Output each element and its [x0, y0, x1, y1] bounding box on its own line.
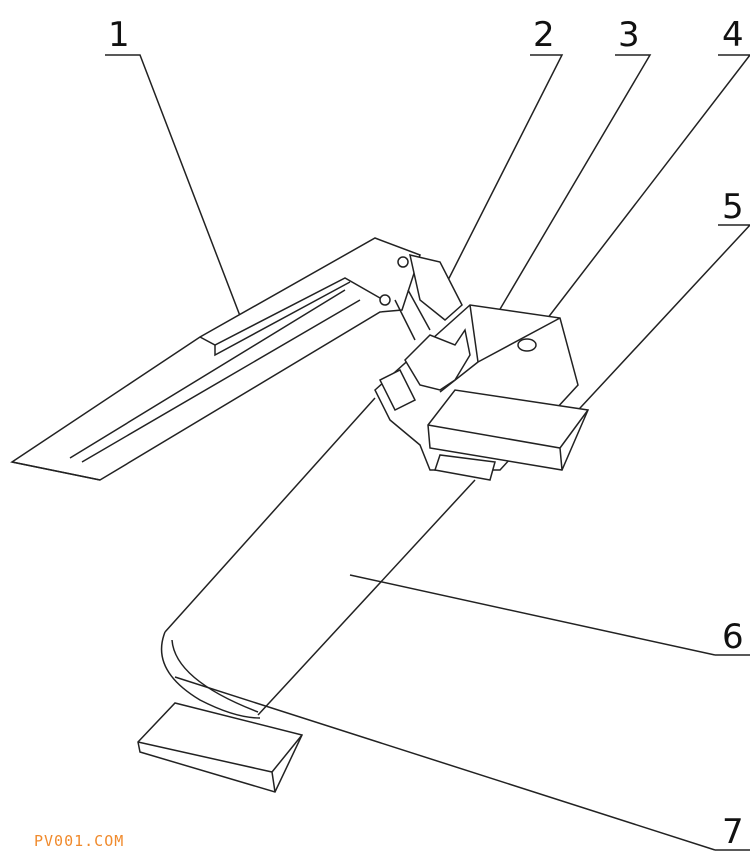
watermark: PV001.COM [34, 832, 125, 850]
body-part-6 [160, 397, 476, 719]
bottom-pad [137, 702, 304, 793]
leader-lines [105, 54, 750, 851]
label-6: 6 [722, 617, 744, 657]
arm-part-1 [10, 237, 421, 481]
label-5: 5 [722, 187, 744, 227]
pad-part-5 [427, 389, 590, 471]
link-part-2 [394, 253, 463, 341]
label-3: 3 [618, 15, 640, 55]
label-4: 4 [722, 15, 744, 55]
label-7: 7 [722, 812, 744, 852]
label-2: 2 [533, 15, 555, 55]
label-1: 1 [108, 15, 130, 55]
